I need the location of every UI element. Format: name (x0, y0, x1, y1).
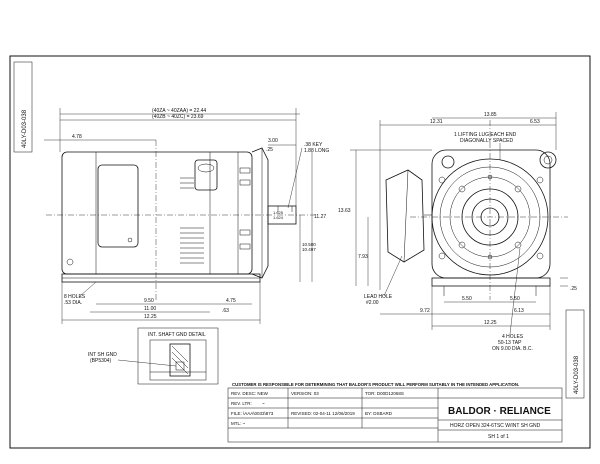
shaft (267, 205, 297, 225)
motor-description: HORZ OPEN 324-6TSC W/INT SH GND (450, 423, 541, 429)
dim-1363: 13.63 (338, 208, 351, 214)
dim-550-a: 5.50 (462, 296, 472, 302)
conduit-box-side (385, 169, 425, 263)
dim-972: 9.72 (420, 308, 430, 314)
dim-1385: 13.85 (484, 112, 497, 118)
dim-shaft2: 1.624 (273, 215, 284, 220)
dim-300: 3.00 (268, 138, 278, 144)
dim-h2: 10.497 (302, 247, 316, 252)
conduit-box (97, 164, 139, 248)
dim-653: 6.53 (530, 119, 540, 125)
title-block: CUSTOMER IS RESPONSIBLE FOR DETERMINING … (227, 382, 563, 443)
gnd-label: INT SH GND (88, 352, 117, 358)
detail-housing (169, 343, 191, 377)
right-id-box (565, 309, 585, 399)
key-label: .38 KEY (304, 142, 323, 148)
dim-550-b: 5.50 (510, 296, 520, 302)
shaft-end (480, 207, 500, 227)
dim-1127: 11.27 (314, 214, 326, 220)
holes4-label: 4 HOLES (502, 334, 524, 340)
dim-950: 9.50 (144, 298, 154, 304)
end-view: 13.85 12.31 6.53 1 LIFTING LUG EACH END … (338, 112, 577, 352)
drawn-by: BY: DSBARD (365, 411, 393, 416)
dim-end-25: .25 (570, 286, 577, 292)
dim-overall-b: (40ZB ~ 40ZC) = 23.69 (152, 114, 204, 120)
drawing-number: TOR: D00D12068S (365, 391, 404, 396)
rev-ltr: REV. LTR: (231, 401, 252, 406)
dim-793: 7.93 (358, 254, 368, 260)
dim-25: .25 (266, 147, 273, 153)
tap-label: 50-13 TAP (498, 340, 522, 346)
dim-1231: 12.31 (430, 119, 443, 125)
rev-desc: REV. DESC: NEW (231, 391, 269, 396)
lug-left (441, 155, 455, 169)
side-view: (40ZA ~ 40ZAA) = 22.44 (40ZB ~ 40ZC) = 2… (44, 108, 329, 324)
lead-dia-label: #2.00 (366, 300, 379, 306)
brand-logo: BALDOR · RELIANCE (448, 406, 551, 417)
detail-title: INT. SHAFT GND DETAIL (148, 332, 206, 338)
revised-date: REVISED: 02-04-11 12/06/2019 (291, 411, 355, 416)
dim-478: 4.78 (72, 134, 82, 140)
end-bell-outer (431, 158, 549, 276)
bearing-cap (471, 198, 509, 236)
rev-ltr-value: ~ (262, 401, 265, 406)
dim-overall-a: (40ZA ~ 40ZAA) = 22.44 (152, 108, 206, 114)
disclaimer-text: CUSTOMER IS RESPONSIBLE FOR DETERMINING … (232, 382, 519, 387)
material: MTL: ~ (231, 421, 246, 426)
lug-right (539, 151, 557, 169)
end-bell (251, 147, 269, 279)
version: VERSION: 03 (291, 391, 319, 396)
shaft-ground-detail: INT. SHAFT GND DETAIL INT SH GND (BP5304… (88, 327, 219, 385)
end-feet (431, 277, 551, 287)
detail-box (137, 327, 219, 385)
lug-label-2: DIAGONALLY SPACED (460, 138, 513, 144)
dim-475: 4.75 (226, 298, 236, 304)
file-path: FILE: \AAA\0033\873 (231, 411, 274, 416)
dim-1100: 11.00 (144, 306, 156, 312)
dim-63: .63 (222, 308, 229, 314)
bc-label: ON 9.00 DIA. B.C. (492, 346, 533, 352)
dim-shaft1: 1.625 (273, 210, 284, 215)
motor-body (61, 151, 253, 275)
dim-end-1225: 12.25 (484, 320, 497, 326)
dim-613: 6.13 (514, 308, 524, 314)
dim-h1: 10.500 (302, 242, 316, 247)
bolt-circle (449, 176, 531, 258)
sheet-number: SH 1 of 1 (488, 434, 509, 440)
lead-hole-label: LEAD HOLE (364, 294, 393, 300)
key-long-label: 1.88 LONG (304, 148, 329, 154)
holes-label: 8 HOLES (64, 294, 86, 300)
dim-1225: 12.25 (144, 314, 157, 320)
gnd-part-label: (BP5304) (90, 358, 111, 364)
sheet-frame (9, 55, 591, 449)
holes-dia-label: .53 DIA. (64, 300, 82, 306)
right-drawing-id: 40LY-D03-038 (574, 355, 580, 394)
lifting-lug (194, 159, 218, 191)
cooling-fins (180, 177, 204, 264)
left-id-box (13, 61, 33, 153)
lug-label: 1 LIFTING LUG EACH END (454, 132, 517, 138)
left-drawing-id: 40LY-D03-038 (22, 109, 28, 148)
